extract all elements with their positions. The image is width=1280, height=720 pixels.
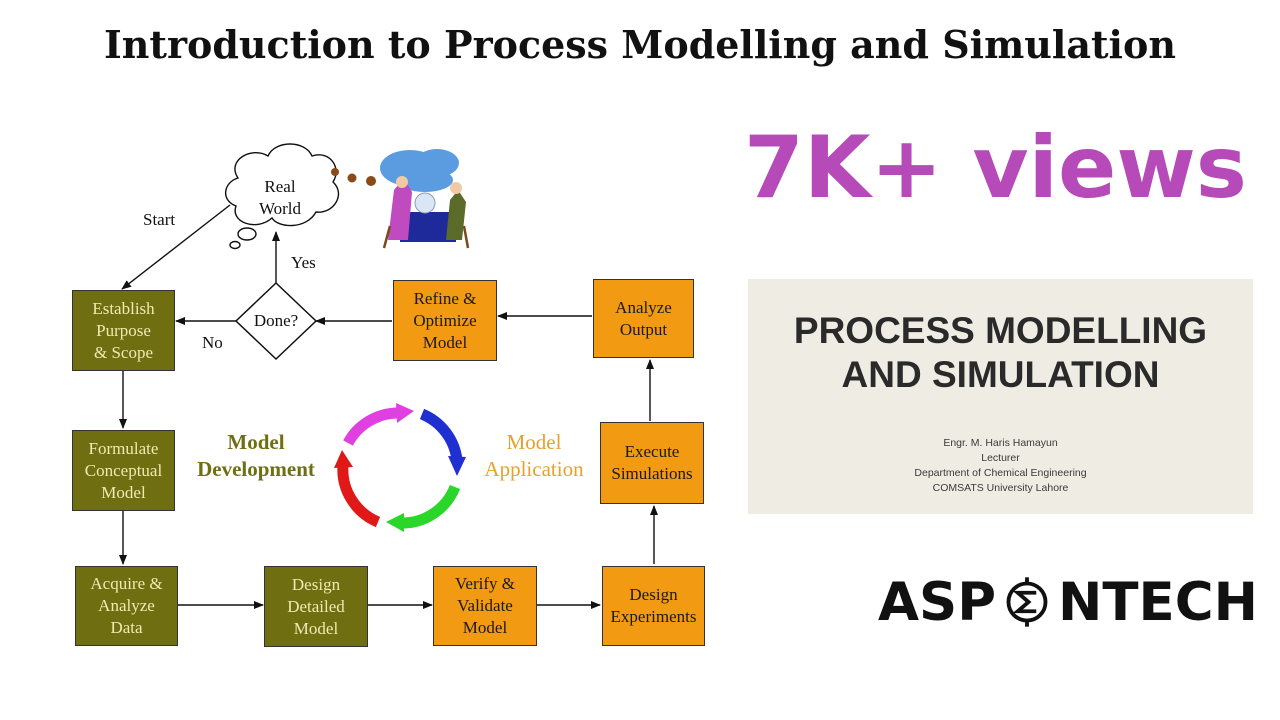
lecture-title-card: PROCESS MODELLING AND SIMULATION Engr. M… (748, 279, 1253, 514)
analyze-output-box: Analyze Output (593, 279, 694, 358)
no-label: No (202, 333, 223, 352)
aspentech-logo: ASP NTECH (878, 570, 1258, 634)
yes-label: Yes (291, 253, 316, 272)
views-count: 7K+ views (744, 118, 1247, 218)
cloud-label: Real World (258, 177, 302, 218)
decision-label: Done? (253, 311, 299, 330)
brand-text-left: ASP (878, 571, 997, 633)
cycle-arrows (337, 407, 463, 529)
sigma-in-circle-icon (1006, 577, 1048, 627)
fortune-teller-illustration (380, 149, 470, 249)
thought-dots (331, 168, 376, 186)
model-development-label: Model Development (197, 430, 315, 481)
card-presenter-info: Engr. M. Haris Hamayun Lecturer Departme… (914, 437, 1087, 494)
execute-simulations-box: Execute Simulations (600, 422, 704, 504)
verify-validate-box: Verify & Validate Model (433, 566, 537, 646)
real-world-cloud (225, 143, 340, 250)
acquire-data-box: Acquire & Analyze Data (75, 566, 178, 646)
start-label: Start (143, 210, 176, 229)
page-title: Introduction to Process Modelling and Si… (104, 22, 1176, 67)
establish-purpose-box: Establish Purpose & Scope (72, 290, 175, 371)
decision-diamond (234, 281, 318, 361)
card-title: PROCESS MODELLING AND SIMULATION (793, 310, 1208, 395)
brand-text-right: NTECH (1058, 571, 1258, 633)
design-detailed-box: Design Detailed Model (264, 566, 368, 647)
design-experiments-box: Design Experiments (602, 566, 705, 646)
formulate-model-box: Formulate Conceptual Model (72, 430, 175, 511)
refine-optimize-box: Refine & Optimize Model (393, 280, 497, 361)
model-application-label: Model Application (484, 430, 584, 481)
cycle-arrowheads (334, 403, 466, 532)
